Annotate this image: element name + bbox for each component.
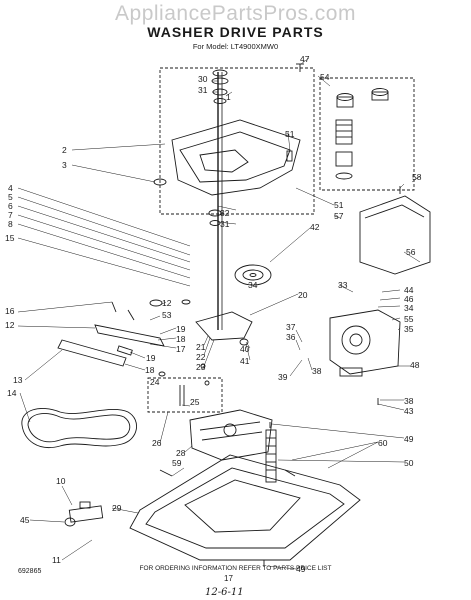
callout-21: 21 bbox=[196, 342, 206, 352]
callout-57: 57 bbox=[334, 211, 344, 221]
callout-43: 43 bbox=[404, 406, 414, 416]
callout-36: 36 bbox=[286, 332, 296, 342]
callout-48: 48 bbox=[410, 360, 420, 370]
motor-shield bbox=[359, 195, 431, 275]
callout-53: 53 bbox=[162, 310, 172, 320]
catalog-number: 692865 bbox=[18, 568, 42, 575]
callout-55: 55 bbox=[404, 314, 414, 324]
brake-lever bbox=[94, 324, 165, 347]
callout-12-right: 12 bbox=[162, 298, 172, 308]
callout-45: 45 bbox=[20, 515, 30, 525]
callout-51-upper: 51 bbox=[285, 129, 295, 139]
callout-14: 14 bbox=[7, 388, 17, 398]
callout-35: 35 bbox=[404, 324, 414, 334]
callout-5: 5 bbox=[8, 192, 13, 202]
base-frame bbox=[129, 454, 361, 561]
callout-49-upper: 49 bbox=[404, 434, 414, 444]
callout-42: 42 bbox=[310, 222, 320, 232]
drive-motor bbox=[329, 309, 401, 375]
callout-10: 10 bbox=[56, 476, 66, 486]
page-title: WASHER DRIVE PARTS bbox=[147, 24, 324, 40]
callout-12-left: 12 bbox=[5, 320, 15, 330]
transmission-housing bbox=[171, 119, 301, 196]
callout-49-lower: 49 bbox=[296, 564, 306, 574]
callout-26: 26 bbox=[152, 438, 162, 448]
clutch-spring bbox=[335, 119, 353, 145]
callout-8: 8 bbox=[8, 219, 13, 229]
shift-lever bbox=[57, 339, 127, 367]
watermark: AppliancePartsPros.com bbox=[115, 2, 356, 25]
callout-3: 3 bbox=[62, 160, 67, 170]
drive-belt bbox=[21, 408, 137, 448]
callout-54: 54 bbox=[320, 72, 330, 82]
callout-13: 13 bbox=[13, 375, 23, 385]
pump-group-box bbox=[147, 377, 223, 413]
callout-4: 4 bbox=[8, 183, 13, 193]
callout-38-lower: 38 bbox=[404, 396, 414, 406]
callout-38-motor: 38 bbox=[312, 366, 322, 376]
callout-22: 22 bbox=[196, 352, 206, 362]
callout-59: 59 bbox=[172, 458, 182, 468]
callout-31-top: 31 bbox=[198, 85, 208, 95]
callout-20: 20 bbox=[298, 290, 308, 300]
callout-25: 25 bbox=[190, 397, 200, 407]
callout-15: 15 bbox=[5, 233, 15, 243]
callout-50: 50 bbox=[404, 458, 414, 468]
snubber-spring bbox=[265, 429, 277, 483]
callout-32: 32 bbox=[220, 208, 230, 218]
handwritten-note: 12-6-11 bbox=[205, 587, 244, 598]
callout-33: 33 bbox=[338, 280, 348, 290]
callout-7: 7 bbox=[8, 210, 13, 220]
callout-11: 11 bbox=[52, 555, 61, 565]
model-subtitle: For Model: LT4900XMW0 bbox=[192, 42, 279, 51]
callout-41: 41 bbox=[240, 356, 250, 366]
callout-16: 16 bbox=[5, 306, 15, 316]
callout-39: 39 bbox=[278, 372, 288, 382]
callout-37: 37 bbox=[286, 322, 296, 332]
callout-18-lower: 18 bbox=[145, 365, 155, 375]
ordering-note: FOR ORDERING INFORMATION REFER TO PARTS … bbox=[139, 565, 332, 572]
page-number: 17 bbox=[224, 574, 233, 583]
callout-34-motor: 34 bbox=[404, 303, 414, 313]
callout-28: 28 bbox=[176, 448, 186, 458]
callout-1: 1 bbox=[226, 92, 231, 102]
callout-58: 58 bbox=[412, 172, 422, 182]
callout-44: 44 bbox=[404, 285, 414, 295]
callout-46: 46 bbox=[404, 294, 414, 304]
callout-29: 29 bbox=[112, 503, 122, 513]
clutch-parts-box bbox=[319, 77, 415, 191]
callout-31-mid: 31 bbox=[220, 219, 230, 229]
callout-18-upper: 18 bbox=[176, 334, 186, 344]
callout-51-lower: 51 bbox=[334, 200, 344, 210]
callout-24: 24 bbox=[150, 377, 160, 387]
callout-19-lower: 19 bbox=[146, 353, 156, 363]
callout-40: 40 bbox=[240, 344, 250, 354]
callout-60: 60 bbox=[378, 438, 388, 448]
drive-pulley bbox=[234, 264, 272, 286]
pump-assembly bbox=[189, 409, 273, 461]
callout-56: 56 bbox=[406, 247, 416, 257]
callout-19-upper: 19 bbox=[176, 324, 186, 334]
callout-30: 30 bbox=[198, 74, 208, 84]
callout-47: 47 bbox=[300, 54, 310, 64]
callout-17: 17 bbox=[176, 344, 186, 354]
transmission-group-box bbox=[159, 67, 315, 215]
callout-6: 6 bbox=[8, 201, 13, 211]
callout-2: 2 bbox=[62, 145, 67, 155]
callout-34-pulley: 34 bbox=[248, 280, 258, 290]
gear-case bbox=[195, 311, 253, 341]
callout-23: 23 bbox=[196, 362, 206, 372]
